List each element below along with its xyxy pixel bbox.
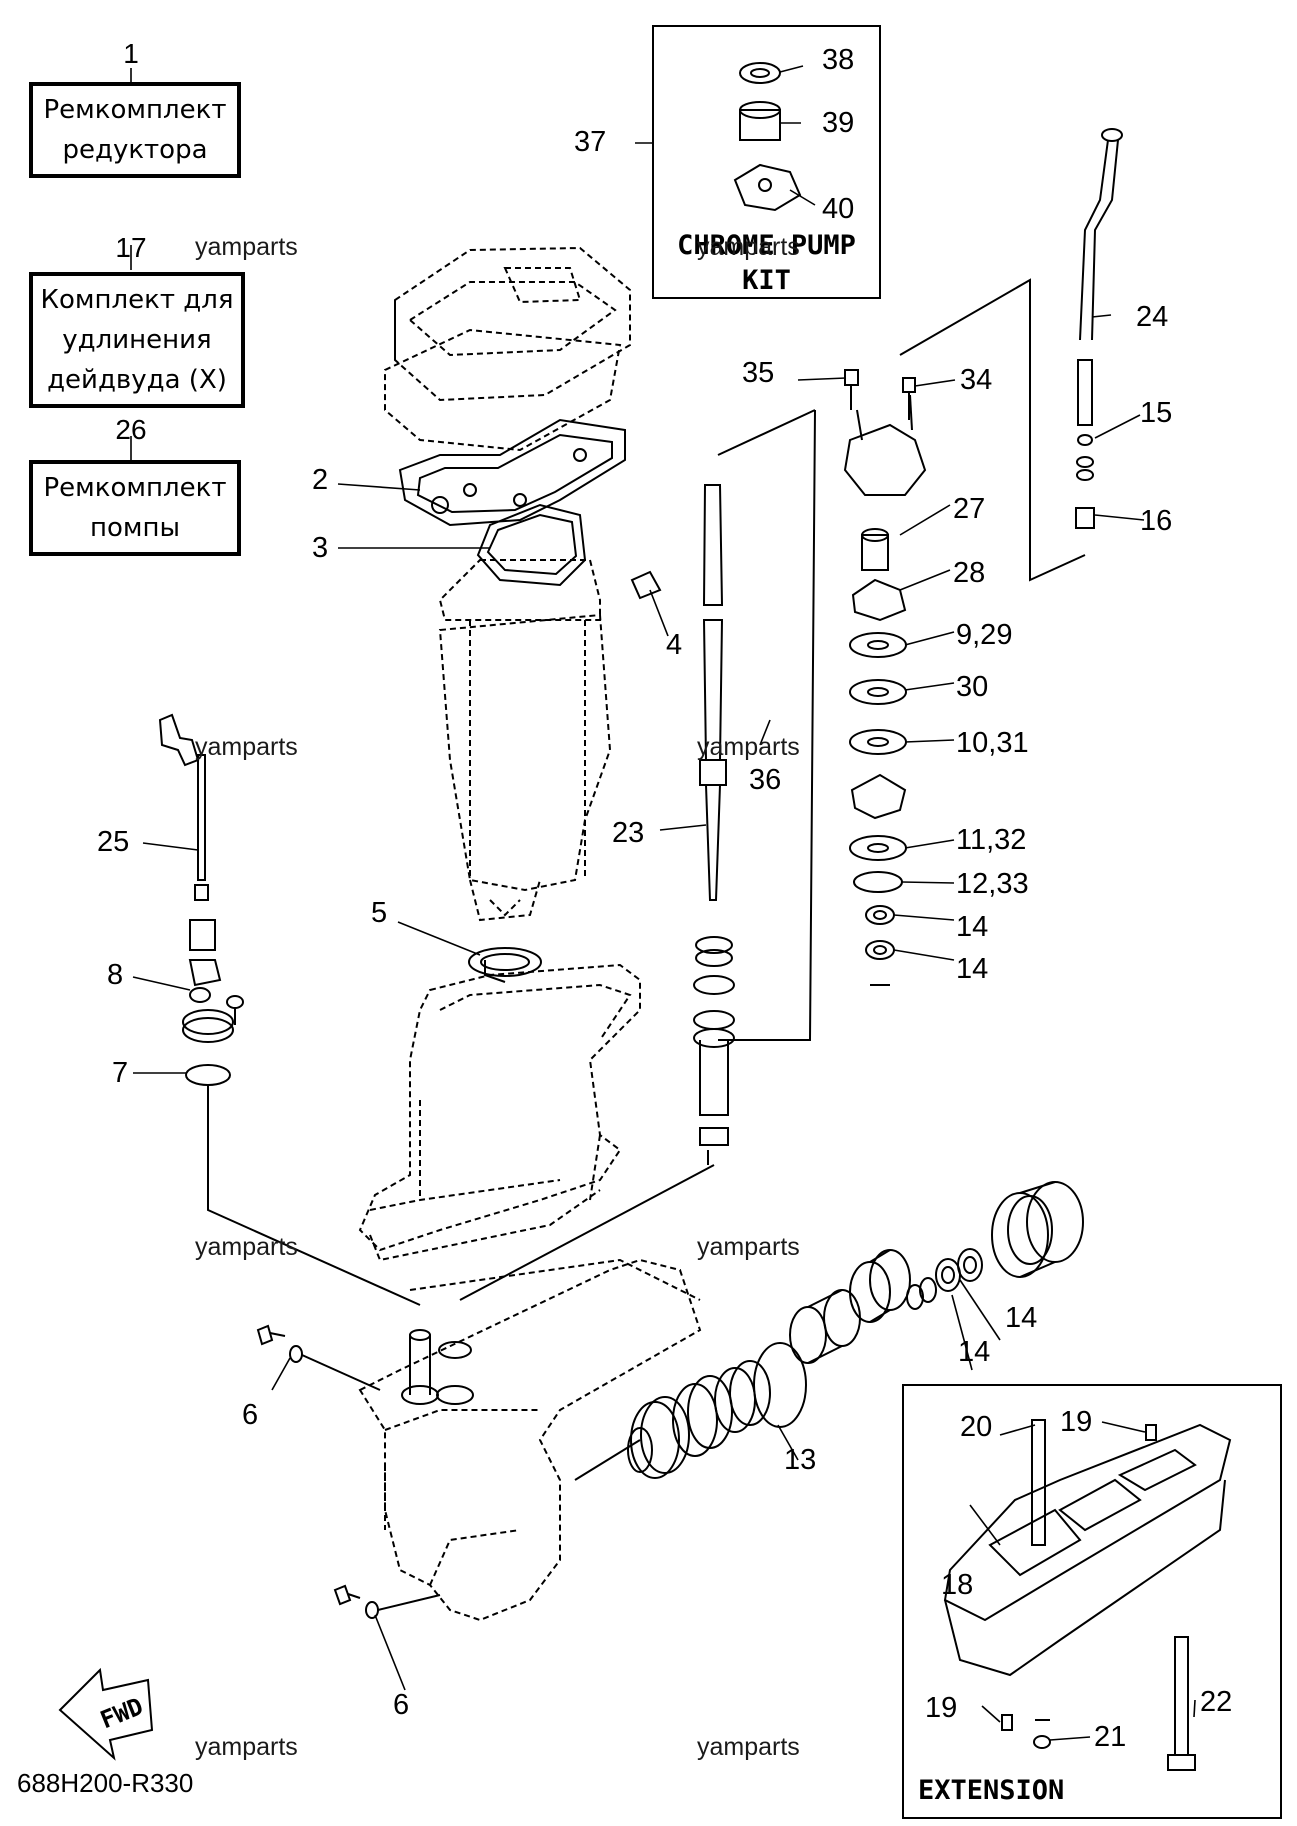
upper-casing [438, 559, 612, 922]
callout-21[interactable]: 21 [1094, 1721, 1127, 1753]
gasket-3 [476, 503, 587, 587]
watermark: yamparts [697, 233, 800, 261]
drain-plugs [256, 1324, 441, 1619]
callout-3[interactable]: 3 [312, 532, 329, 564]
callout-16[interactable]: 16 [1140, 505, 1173, 537]
callout-6-lower[interactable]: 6 [393, 1689, 410, 1721]
fwd-label: FWD [96, 1692, 147, 1734]
lower-casing [358, 963, 641, 1262]
callout-39[interactable]: 39 [822, 107, 855, 139]
pump-right-bracket [899, 278, 1086, 582]
pump-bracket-lines [718, 409, 816, 1041]
callout-27[interactable]: 27 [953, 493, 986, 525]
shaft-leader [459, 1164, 715, 1301]
callout-24[interactable]: 24 [1136, 301, 1169, 333]
kit-box-gearbox-repair[interactable]: Ремкомплект редуктора [29, 82, 241, 178]
water-tube-24 [1075, 128, 1123, 529]
callout-8[interactable]: 8 [107, 959, 124, 991]
callout-6-upper[interactable]: 6 [242, 1399, 259, 1431]
callout-9-29[interactable]: 9,29 [956, 619, 1013, 651]
watermark: yamparts [195, 233, 298, 261]
kit-number-26: 26 [115, 414, 147, 445]
kit-line: помпы [89, 513, 181, 543]
kit-line: дейдвуда (X) [47, 365, 227, 395]
pump-kit-parts [733, 62, 802, 212]
pump-kit-title-line2: KIT [742, 265, 791, 296]
propeller-shaft-assembly [574, 1181, 1084, 1481]
callout-28[interactable]: 28 [953, 557, 986, 589]
shift-rod-seal [182, 987, 244, 1086]
callout-13[interactable]: 13 [784, 1444, 817, 1476]
callout-15[interactable]: 15 [1140, 397, 1173, 429]
exhaust-guide-plate [384, 246, 631, 452]
kit-line: Ремкомплект [43, 473, 227, 503]
extension-title: EXTENSION [918, 1775, 1065, 1806]
mount-5 [468, 947, 542, 983]
callout-23[interactable]: 23 [612, 817, 645, 849]
callout-14-d[interactable]: 14 [1005, 1302, 1038, 1334]
shift-rod-25 [158, 713, 222, 987]
watermark: yamparts [195, 1233, 298, 1261]
kit-number-17: 17 [115, 232, 147, 263]
kit-box-pump-repair[interactable]: Ремкомплект помпы [29, 460, 241, 556]
callout-30[interactable]: 30 [956, 671, 989, 703]
drive-shaft-bearings [693, 936, 735, 1165]
gear-casing [358, 1258, 702, 1622]
drive-shaft-23 [699, 484, 727, 901]
pump-kit-title-line1: CHROME PUMP [677, 230, 856, 261]
extension-part [943, 1419, 1232, 1771]
callout-20[interactable]: 20 [960, 1411, 993, 1443]
callout-5[interactable]: 5 [371, 897, 388, 929]
watermark: yamparts [697, 1233, 800, 1261]
callout-25[interactable]: 25 [97, 826, 130, 858]
extension-box [902, 1384, 1282, 1819]
gasket-2 [398, 418, 626, 527]
callout-19-top[interactable]: 19 [1060, 1406, 1093, 1438]
callout-37[interactable]: 37 [574, 126, 607, 158]
kit-box-shaft-extension[interactable]: Комплект для удлинения дейдвуда (X) [29, 272, 245, 408]
kit-line: Комплект для [40, 285, 234, 315]
callout-2[interactable]: 2 [312, 464, 329, 496]
callout-14-b[interactable]: 14 [956, 953, 989, 985]
water-pump-stack [843, 394, 927, 986]
o-ring-7 [185, 1064, 231, 1086]
callout-11-32[interactable]: 11,32 [956, 824, 1027, 856]
callout-40[interactable]: 40 [822, 193, 855, 225]
watermark: yamparts [195, 733, 298, 761]
watermark: yamparts [697, 1733, 800, 1761]
leader-lines [130, 65, 1196, 1741]
kit-line: удлинения [62, 325, 212, 355]
callout-4[interactable]: 4 [666, 629, 683, 661]
callout-34[interactable]: 34 [960, 364, 993, 396]
fwd-arrow [58, 1667, 154, 1761]
callout-38[interactable]: 38 [822, 44, 855, 76]
callout-14-a[interactable]: 14 [956, 911, 989, 943]
kit-line: Ремкомплект [43, 95, 227, 125]
callout-7[interactable]: 7 [112, 1057, 129, 1089]
callout-18[interactable]: 18 [941, 1569, 974, 1601]
callout-10-31[interactable]: 10,31 [956, 727, 1029, 759]
gear-casing-bores [401, 1329, 474, 1405]
watermark: yamparts [195, 1733, 298, 1761]
watermark: yamparts [697, 733, 800, 761]
o-ring-13 [753, 1342, 807, 1428]
drawing-code: 688H200-R330 [17, 1768, 194, 1798]
callout-12-33[interactable]: 12,33 [956, 868, 1029, 900]
callout-35[interactable]: 35 [742, 357, 775, 389]
kit-number-1: 1 [123, 38, 139, 69]
callout-14-c[interactable]: 14 [958, 1336, 991, 1368]
pump-kit-box [652, 25, 881, 299]
clip-4 [630, 570, 662, 600]
kit-line: редуктора [62, 135, 208, 165]
pump-bolts [844, 369, 916, 420]
callout-22[interactable]: 22 [1200, 1686, 1233, 1718]
pump-bracket-top [717, 409, 816, 456]
callout-19-bottom[interactable]: 19 [925, 1692, 958, 1724]
shift-leader [207, 1085, 421, 1306]
callout-36[interactable]: 36 [749, 764, 782, 796]
